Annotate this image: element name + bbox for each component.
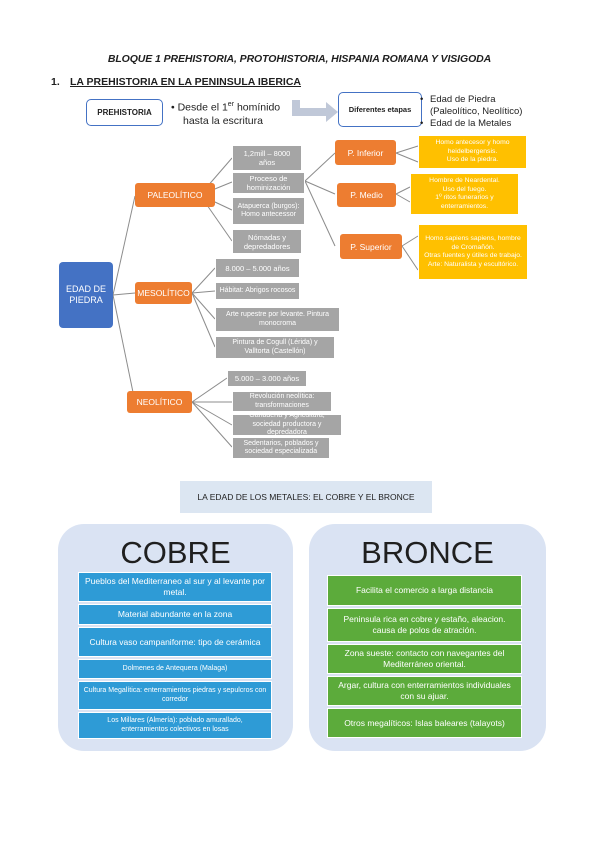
desde-text: Desde el 1 [177,101,228,114]
desde-sup: er [227,101,235,108]
p-inferior-node: P. Inferior [335,140,396,165]
mesolitico-item: 8.000 – 5.000 años [215,258,300,278]
bronce-item: Argar, cultura con enterramientos indivi… [327,676,522,706]
bronce-item: Peninsula rica en cobre y estaño, aleaci… [327,608,522,642]
document-title: BLOQUE 1 PREHISTORIA, PROTOHISTORIA, HIS… [107,53,492,65]
neolitico-item: Revolución neolítica: transformaciones [232,391,332,412]
neolitico-item: Sedentarios, poblados y sociedad especia… [232,437,330,459]
paleolitico-node: PALEOLÍTICO [135,183,215,207]
section-number: 1. [51,76,60,88]
neolitico-node: NEOLÍTICO [127,391,192,413]
mesolitico-item: Arte rupestre por levante. Pintura monoc… [215,307,340,332]
mesolitico-node: MESOLÍTICO [135,282,192,304]
mesolitico-item: Hábitat: Abrigos rocosos [215,282,300,300]
desde-line2: hasta la escritura [183,114,263,127]
etapas-box: Diferentes etapas [338,92,422,127]
p-medio-node: P. Medio [337,183,396,207]
p-medio-notes: Hombre de Neardental. Uso del fuego. 1º … [410,173,519,215]
neolitico-item: Ganadería y Agricultura, sociedad produc… [232,412,342,436]
paleolitico-item: Nómadas y depredadores [232,229,302,254]
paleolitico-item: Atapuerca (burgos): Homo antecessor [232,197,305,225]
phase-note: 1º ritos funerarios y enterramientos. [435,194,494,210]
desde-text-end: homínido [234,101,281,114]
cobre-item: Pueblos del Mediterraneo al sur y al lev… [78,572,272,602]
phase-note: Hombre de Neardental. [429,177,500,184]
mesolitico-item: Pintura de Cogull (Lérida) y Valltorta (… [215,336,335,359]
cobre-title: COBRE [120,535,231,570]
etapa-item: Edad de Piedra [420,94,522,106]
phase-note: Homo antecesor y homo heidelbergensis. [435,139,510,155]
phase-note: Uso del fuego. [442,185,487,193]
section-title: LA PREHISTORIA EN LA PENINSULA IBERICA [70,76,302,88]
p-superior-node: P. Superior [340,234,402,259]
phase-note: Uso de la piedra. [446,156,499,164]
paleolitico-item: 1,2mill – 8000 años [232,145,302,171]
etapas-list: Edad de Piedra (Paleolítico, Neolítico) … [420,94,522,130]
neolitico-item: 5.000 – 3.000 años [227,370,307,387]
prehistoria-definition: • Desde el 1er homínido hasta la escritu… [171,98,280,128]
bronce-item: Facilita el comercio a larga distancia [327,575,522,606]
metals-header: LA EDAD DE LOS METALES: EL COBRE Y EL BR… [180,481,432,513]
arrow-icon [292,100,338,122]
etapa-item: Edad de la Metales [420,118,522,130]
p-inferior-notes: Homo antecesor y homo heidelbergensis. U… [418,135,527,169]
phase-note: Otras fuentes y útiles de trabajo. [424,252,522,259]
bronce-item: Otros megalíticos: Islas baleares (talay… [327,708,522,738]
phase-note: Homo sapiens sapiens, hombre de Cromañón… [425,235,521,251]
prehistoria-box: PREHISTORIA [86,99,163,126]
bullet-dot: • [171,101,178,114]
cobre-item: Cultura Megalítica: enterramientos piedr… [78,681,272,710]
phase-note: Arte: Naturalista y escultórico. [427,260,519,268]
edad-de-piedra-node: EDAD DE PIEDRA [59,262,113,328]
paleolitico-item: Proceso de hominización [232,172,305,194]
p-superior-notes: Homo sapiens sapiens, hombre de Cromañón… [418,224,528,280]
cobre-item: Cultura vaso campaniforme: tipo de cerám… [78,627,272,657]
cobre-item: Los Millares (Almería): poblado amuralla… [78,712,272,739]
bronce-item: Zona sueste: contacto con navegantes del… [327,644,522,674]
etapa-sub-text: (Paleolítico, Neolítico) [430,106,523,117]
bronce-title: BRONCE [361,535,494,570]
cobre-item: Dolmenes de Antequera (Malaga) [78,659,272,679]
cobre-item: Material abundante en la zona [78,604,272,625]
etapa-item-sub: (Paleolítico, Neolítico) [420,106,522,118]
